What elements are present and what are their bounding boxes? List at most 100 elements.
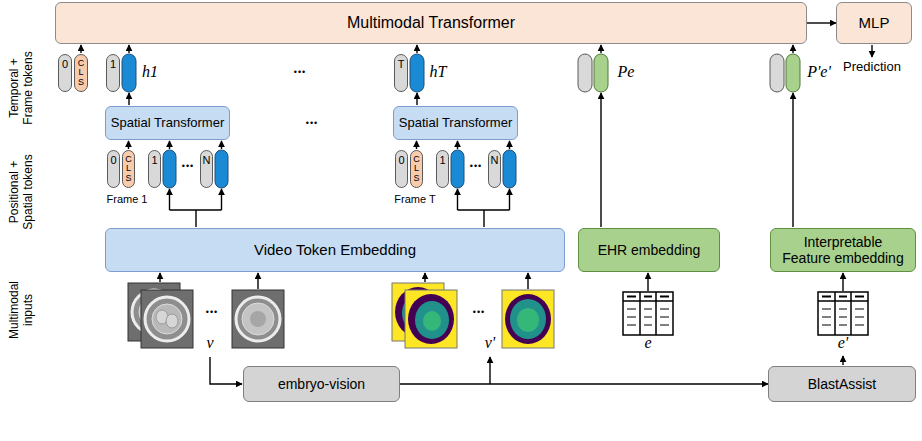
segmentation-frame bbox=[502, 290, 554, 348]
table-icon bbox=[822, 309, 864, 325]
cls-token: CLS bbox=[410, 150, 423, 188]
ellipsis: ••• bbox=[294, 67, 306, 77]
ellipsis: ••• bbox=[470, 161, 482, 171]
segmentation-frame bbox=[510, 299, 546, 339]
arrow bbox=[527, 273, 528, 289]
arrow bbox=[600, 45, 601, 53]
flow-arrow bbox=[807, 22, 836, 23]
arrow bbox=[416, 93, 417, 105]
text-label: Prediction bbox=[843, 60, 901, 75]
token-label: 1 bbox=[439, 154, 445, 167]
cls-token: CLS bbox=[122, 150, 135, 188]
box-label: Multimodal Transformer bbox=[347, 14, 515, 32]
symbol-label: P'e' bbox=[807, 63, 831, 81]
token-index: 1 bbox=[148, 150, 161, 188]
arrow bbox=[792, 45, 793, 53]
token-label: 0 bbox=[110, 154, 116, 167]
embryo-frame bbox=[145, 297, 189, 341]
token-label: CLS bbox=[77, 59, 86, 87]
token-label: 1 bbox=[151, 154, 157, 167]
token bbox=[410, 54, 424, 92]
embedding-box: EHR embedding bbox=[578, 228, 720, 272]
segmentation-frame bbox=[415, 301, 449, 339]
token-label: N bbox=[491, 154, 499, 167]
token-index: 1 bbox=[106, 54, 120, 92]
embryo-frame bbox=[166, 314, 178, 328]
token-index: 0 bbox=[395, 150, 408, 188]
symbol-label: Pe bbox=[618, 63, 635, 81]
ellipsis: ••• bbox=[206, 307, 218, 317]
arrow bbox=[647, 273, 648, 291]
model-box: embryo-vision bbox=[243, 366, 400, 402]
arrow bbox=[128, 141, 129, 149]
text-label: Frame T bbox=[394, 193, 435, 206]
symbol-label: hT bbox=[430, 63, 447, 81]
arrow bbox=[169, 141, 170, 149]
box-label: embryo-vision bbox=[278, 376, 365, 392]
token-label: T bbox=[398, 58, 405, 71]
token-index: 0 bbox=[107, 150, 120, 188]
token bbox=[215, 150, 228, 188]
token-label: 0 bbox=[398, 154, 404, 167]
segmentation-frame bbox=[408, 294, 454, 344]
token-label: N bbox=[203, 154, 211, 167]
box-label: MLP bbox=[859, 14, 890, 31]
symbol-label: h1 bbox=[142, 63, 158, 81]
table-icon bbox=[822, 296, 864, 298]
box-label: Spatial Transformer bbox=[399, 116, 512, 131]
segmentation-frame bbox=[423, 311, 441, 331]
table-icon bbox=[627, 296, 669, 298]
table-icon bbox=[818, 292, 868, 335]
arrow bbox=[169, 189, 170, 210]
arrow bbox=[509, 141, 510, 149]
arrow bbox=[458, 210, 510, 227]
arrow bbox=[457, 189, 458, 210]
token-index: N bbox=[200, 150, 213, 188]
arrow bbox=[842, 356, 843, 365]
module-box: Spatial Transformer bbox=[105, 106, 230, 140]
cls-token: CLS bbox=[74, 54, 88, 92]
arrow bbox=[416, 45, 417, 53]
symbol-label: e' bbox=[838, 334, 849, 352]
table-icon bbox=[623, 292, 673, 335]
transformer-box: Multimodal Transformer bbox=[55, 2, 807, 44]
box-label: BlastAssist bbox=[808, 376, 876, 392]
arrow bbox=[871, 45, 872, 57]
symbol-label: v' bbox=[485, 334, 496, 352]
arrow bbox=[81, 45, 872, 384]
arrow bbox=[257, 273, 258, 289]
embedding-box: Interpretable Feature embedding bbox=[770, 228, 916, 272]
table-icon bbox=[627, 309, 669, 325]
arrow bbox=[792, 93, 793, 227]
embryo-frame bbox=[232, 290, 284, 348]
box-label: Video Token Embedding bbox=[254, 241, 416, 258]
ellipsis: ••• bbox=[306, 118, 318, 128]
row-label: Temporal + Frame tokens bbox=[8, 48, 36, 128]
token bbox=[770, 54, 784, 92]
arrow bbox=[128, 45, 129, 53]
symbol-label: e bbox=[644, 334, 651, 352]
arrow bbox=[210, 357, 242, 384]
arrow bbox=[424, 273, 425, 282]
arrow bbox=[159, 273, 160, 282]
embryo-frame bbox=[141, 290, 193, 348]
arrow bbox=[170, 210, 222, 227]
token-index: 0 bbox=[58, 54, 72, 92]
token-index: 1 bbox=[436, 150, 449, 188]
table-icon bbox=[623, 292, 673, 335]
module-box: Spatial Transformer bbox=[393, 106, 518, 140]
arrow bbox=[128, 93, 129, 105]
arrow bbox=[600, 93, 601, 227]
arrow bbox=[416, 141, 417, 149]
ellipsis: ••• bbox=[182, 161, 194, 171]
ellipsis: ••• bbox=[473, 307, 485, 317]
segmentation-frame bbox=[502, 290, 554, 348]
embryo-frame bbox=[152, 304, 182, 334]
box-label: Interpretable Feature embedding bbox=[780, 234, 906, 266]
token-label: 1 bbox=[110, 58, 116, 71]
token-index: T bbox=[394, 54, 408, 92]
row-label: Positional + Spatial tokens bbox=[8, 144, 36, 240]
embryo-frame bbox=[232, 290, 284, 348]
token bbox=[451, 150, 464, 188]
arrow bbox=[489, 357, 490, 384]
